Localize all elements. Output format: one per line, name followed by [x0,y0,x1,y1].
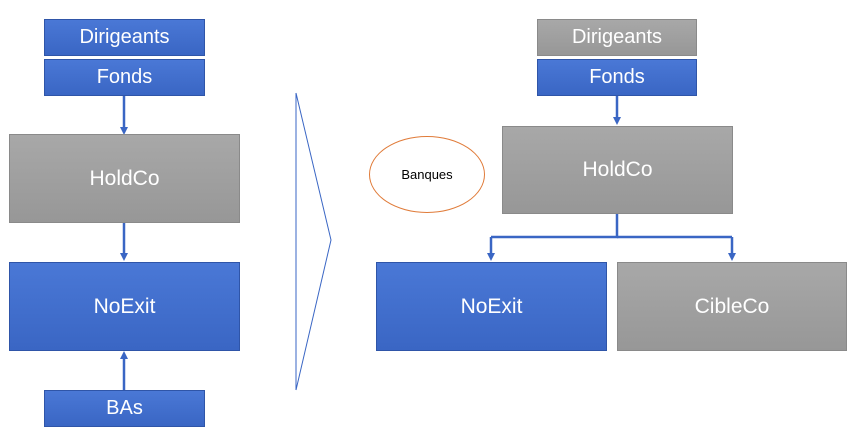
banques-label: Banques [401,167,453,182]
left-fonds-label: Fonds [96,66,153,88]
left-dirigeants-label: Dirigeants [79,26,170,48]
left-dirigeants-box: Dirigeants [44,19,205,56]
right-dirigeants-label: Dirigeants [571,26,663,48]
right-holdco-label: HoldCo [582,158,653,181]
cibleco-box: CibleCo [617,262,847,351]
left-fonds-box: Fonds [44,59,205,96]
right-noexit-box: NoExit [376,262,607,351]
left-holdco-box: HoldCo [9,134,240,223]
right-fonds-label: Fonds [589,66,645,88]
connector-holdco-branch [491,214,619,239]
left-holdco-label: HoldCo [89,166,160,190]
transition-chevron [295,92,332,391]
left-noexit-box: NoExit [9,262,240,351]
right-holdco-box: HoldCo [502,126,733,214]
right-fonds-box: Fonds [537,59,697,96]
left-noexit-label: NoExit [93,294,156,318]
cibleco-label: CibleCo [694,294,770,318]
banques-oval: Banques [369,136,485,213]
right-noexit-label: NoExit [460,294,523,318]
right-dirigeants-box: Dirigeants [537,19,697,56]
left-bas-label: BAs [106,397,143,419]
left-bas-box: BAs [44,390,205,427]
